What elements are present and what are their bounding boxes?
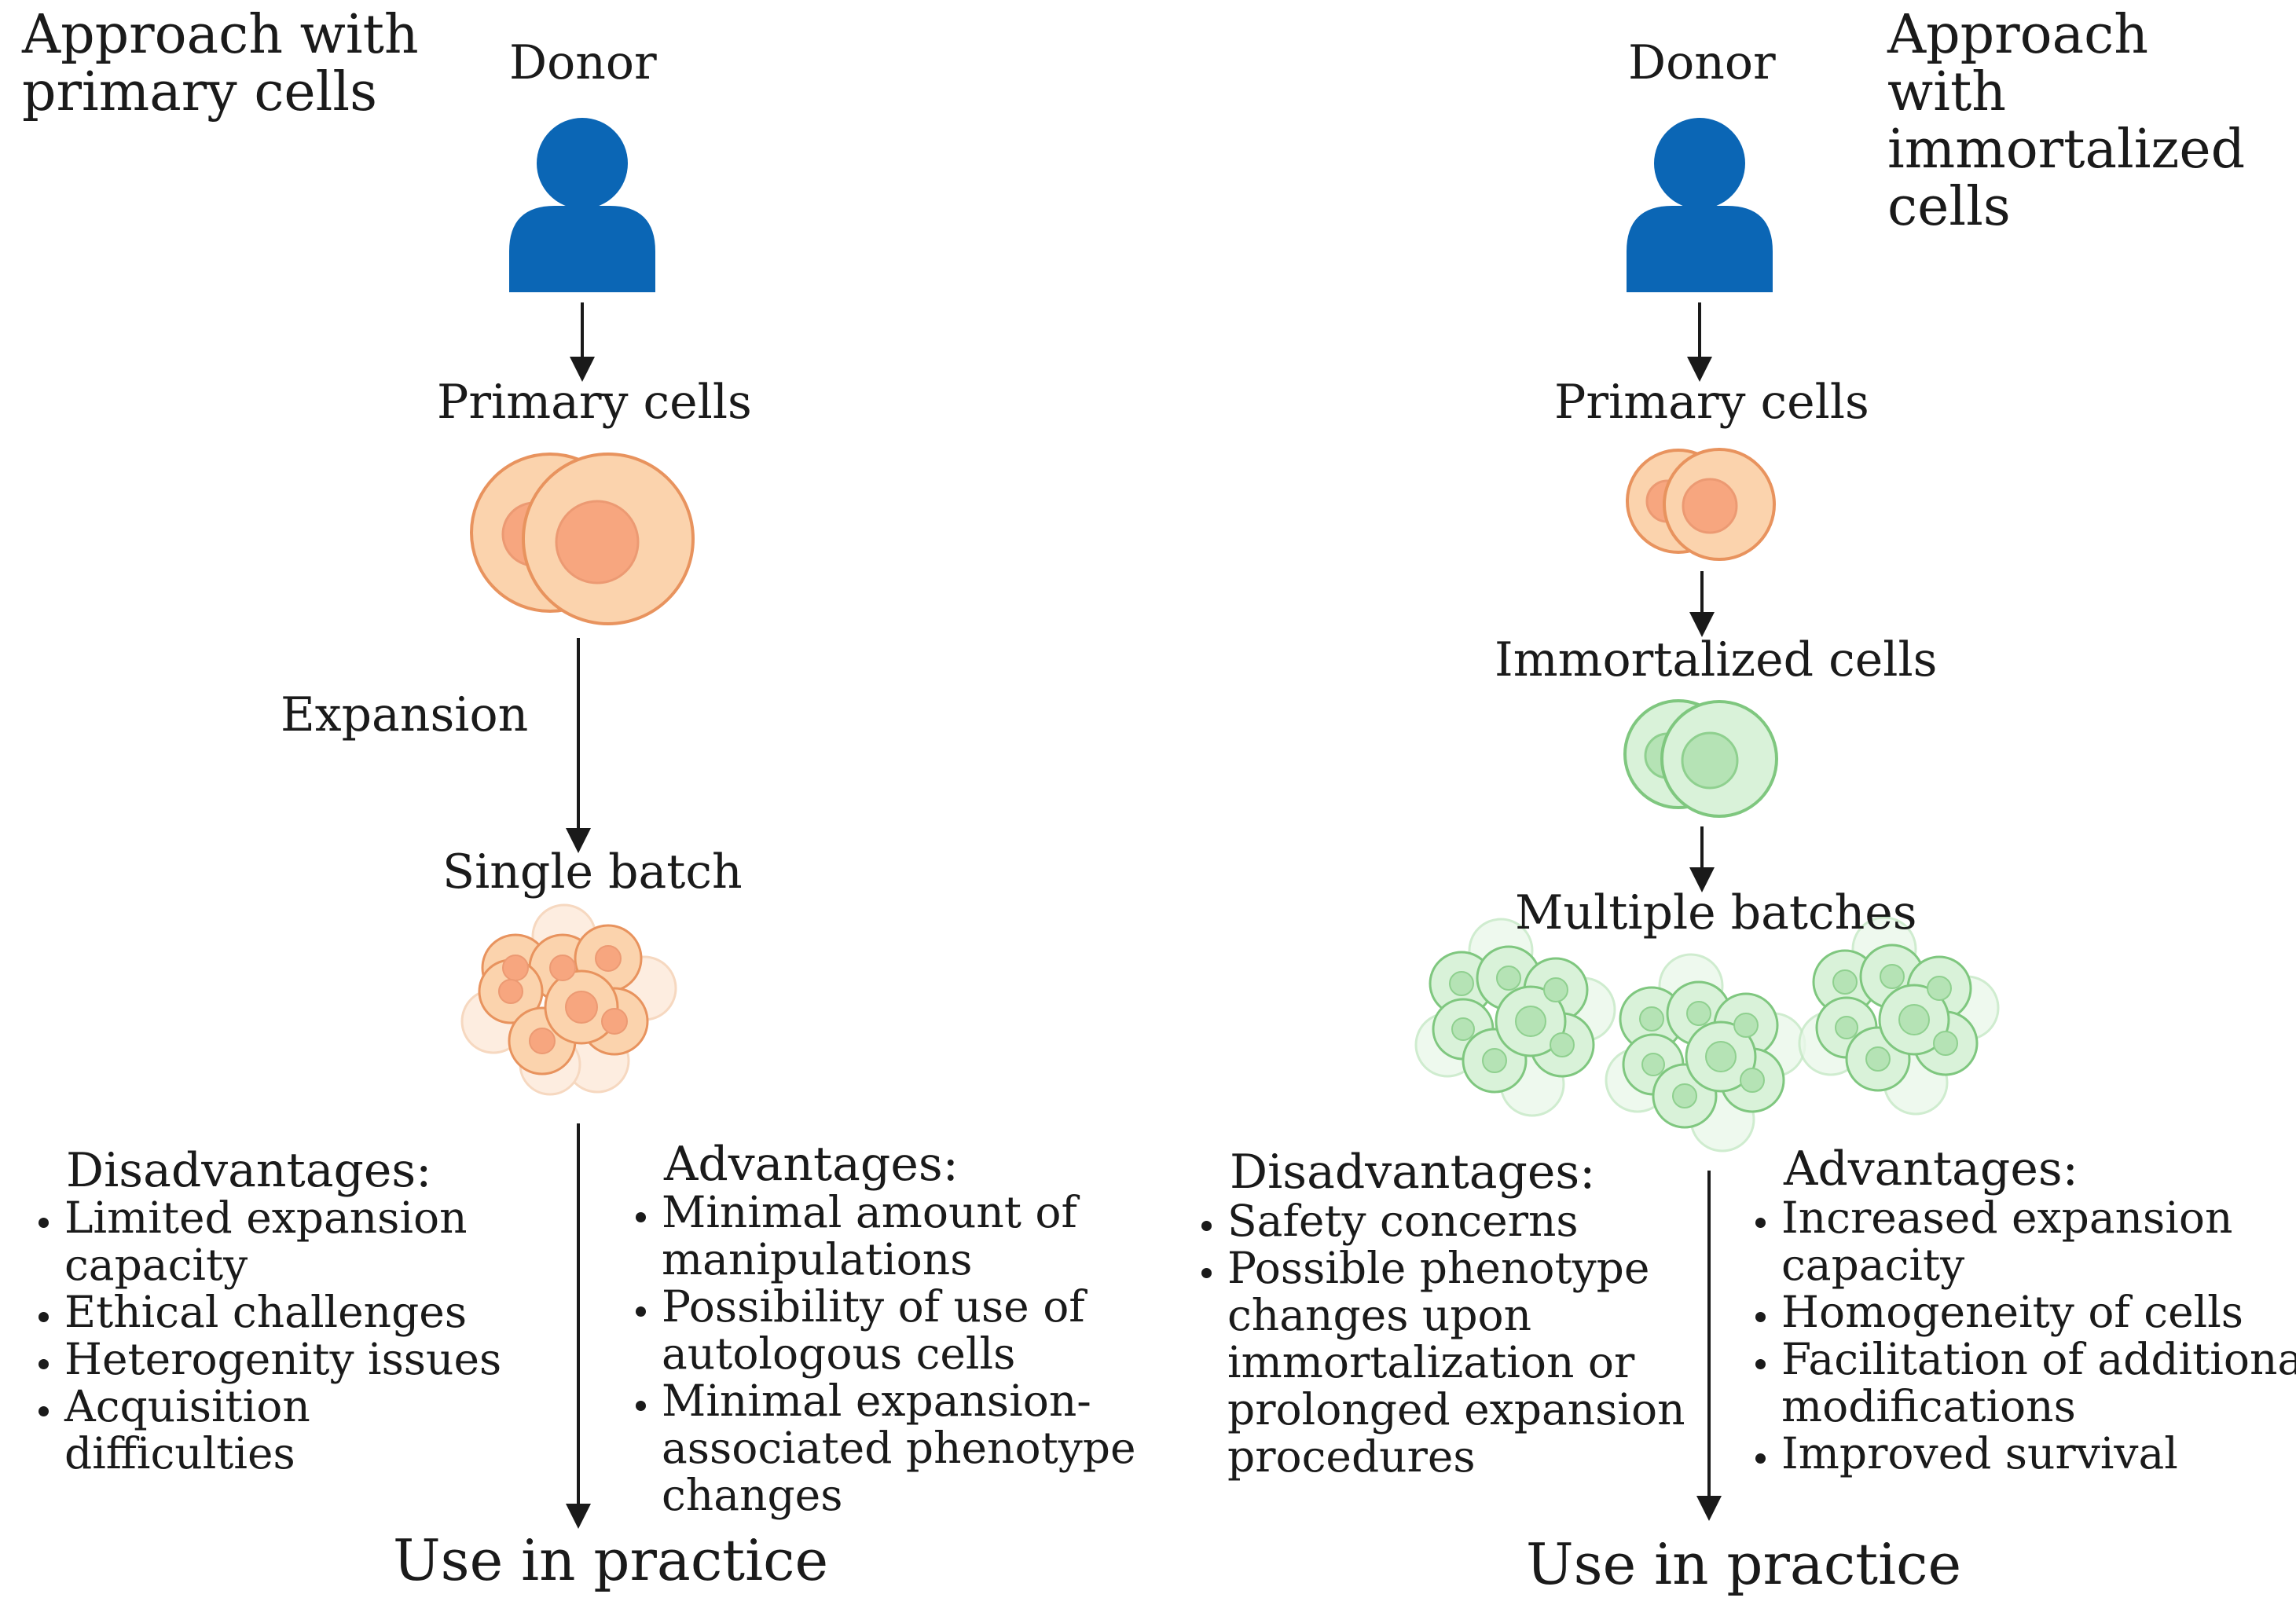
primary-cells-illustration-right	[1626, 448, 1776, 561]
left-use-in-practice: Use in practice	[393, 1527, 829, 1593]
right-disadvantages-heading: Disadvantages:	[1230, 1145, 1596, 1200]
batch-cluster-3	[1798, 916, 2000, 1116]
left-disadvantage-item: Limited expansion capacity	[64, 1194, 536, 1288]
left-panel-title: Approach with primary cells	[22, 4, 419, 123]
right-disadvantage-item: Possible phenotype changes upon immortal…	[1227, 1244, 1730, 1480]
right-advantage-item: Increased expansion capacity	[1781, 1194, 2296, 1288]
single-batch-label: Single batch	[442, 845, 743, 900]
left-disadvantage-item: Acquisition difficulties	[64, 1383, 536, 1477]
right-disadvantage-item: Safety concerns	[1227, 1197, 1730, 1244]
single-batch-cluster	[460, 903, 677, 1096]
left-disadvantages-list: Limited expansion capacity Ethical chall…	[24, 1194, 536, 1477]
left-advantages-list: Minimal amount of manipulations Possibil…	[621, 1189, 1165, 1519]
left-disadvantage-item: Ethical challenges	[64, 1288, 536, 1336]
left-advantage-item: Minimal amount of manipulations	[662, 1189, 1165, 1283]
left-advantage-item: Minimal expansion-associated phenotype c…	[662, 1377, 1165, 1519]
immortalized-cells-illustration	[1623, 699, 1778, 818]
batch-cluster-2	[1605, 953, 1806, 1152]
right-advantage-item: Homogeneity of cells	[1781, 1288, 2296, 1336]
right-advantage-item: Facilitation of additional modifications	[1781, 1336, 2296, 1430]
right-primary-cells-label: Primary cells	[1554, 375, 1869, 430]
right-disadvantages-list: Safety concerns Possible phenotype chang…	[1187, 1197, 1730, 1480]
batch-cluster-1	[1414, 918, 1616, 1117]
right-advantages-list: Increased expansion capacity Homogeneity…	[1740, 1194, 2296, 1477]
multiple-batches-label: Multiple batches	[1515, 885, 1917, 940]
left-disadvantage-item: Heterogenity issues	[64, 1336, 536, 1383]
donor-person-icon-left	[509, 118, 655, 292]
donor-person-icon-right	[1627, 118, 1773, 292]
right-donor-label: Donor	[1628, 35, 1776, 90]
immortalized-cells-label: Immortalized cells	[1495, 632, 1938, 687]
right-advantage-item: Improved survival	[1781, 1430, 2296, 1477]
left-donor-label: Donor	[509, 35, 657, 90]
left-primary-cells-label: Primary cells	[437, 375, 752, 430]
right-advantages-heading: Advantages:	[1784, 1141, 2078, 1196]
left-disadvantages-heading: Disadvantages:	[66, 1143, 432, 1198]
primary-cells-illustration-left	[470, 453, 695, 625]
right-panel-title: Approach with immortalized cells	[1887, 4, 2246, 238]
right-use-in-practice: Use in practice	[1526, 1531, 1962, 1597]
expansion-label: Expansion	[281, 687, 529, 742]
left-advantage-item: Possibility of use of autologous cells	[662, 1283, 1165, 1377]
left-advantages-heading: Advantages:	[664, 1137, 959, 1192]
